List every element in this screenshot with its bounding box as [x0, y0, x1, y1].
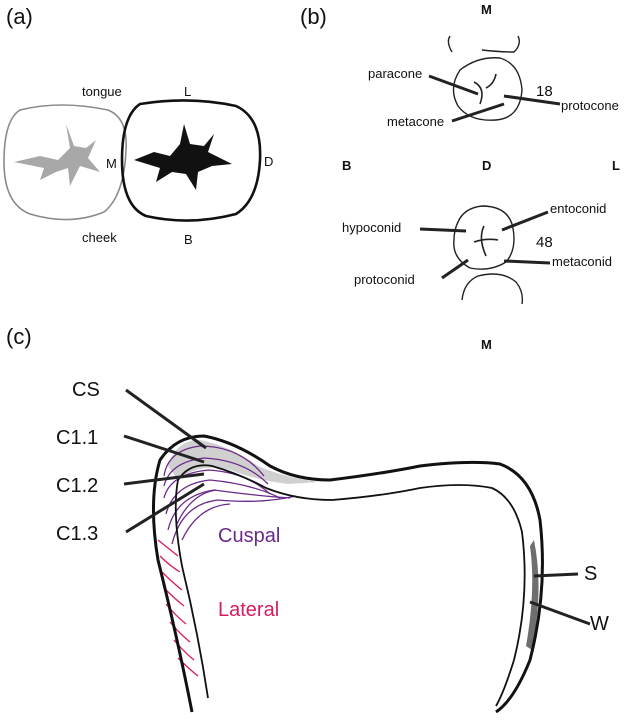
entoconid-label: entoconid — [550, 201, 606, 216]
b-bottom-m-label: M — [481, 337, 492, 352]
b-b-label: B — [342, 158, 351, 173]
tooth-48-label: 48 — [536, 234, 553, 251]
panel-c-label: (c) — [6, 324, 32, 349]
b-l-label: L — [612, 158, 620, 173]
lateral-label: Lateral — [218, 599, 279, 621]
metaconid-pointer — [503, 259, 551, 265]
adjacent-tooth-outline — [461, 273, 524, 305]
c12-pointer — [123, 472, 205, 486]
cs-label: CS — [72, 379, 100, 401]
black-tooth-outline — [120, 99, 262, 222]
black-fissure-icon — [134, 124, 232, 190]
metacone-label: metacone — [387, 114, 444, 129]
b-top-m-label: M — [481, 2, 492, 17]
cuspal-label: Cuspal — [218, 525, 280, 547]
grey-tooth-outline — [3, 104, 127, 221]
w-pointer — [529, 600, 591, 626]
a-d-label: D — [264, 154, 273, 169]
a-m-label: M — [106, 156, 117, 171]
hypoconid-pointer — [419, 227, 467, 233]
entoconid-pointer — [501, 210, 549, 232]
paracone-pointer — [428, 74, 479, 96]
upper-tooth-partial-outline — [447, 35, 521, 53]
grey-fissure-icon — [14, 124, 100, 186]
w-label: W — [590, 613, 609, 635]
a-l-label: L — [184, 84, 191, 99]
c12-label: C1.2 — [56, 475, 98, 497]
a-b-label: B — [184, 232, 193, 247]
s-label: S — [584, 563, 597, 585]
c13-label: C1.3 — [56, 523, 98, 545]
tooth-18-label: 18 — [536, 83, 553, 100]
tongue-label: tongue — [82, 84, 122, 99]
metacone-pointer — [451, 102, 505, 123]
c11-pointer — [123, 434, 205, 464]
cheek-label: cheek — [82, 230, 117, 245]
upper-tooth-outline — [452, 57, 523, 121]
protocone-pointer — [503, 94, 561, 106]
b-d-label: D — [482, 158, 491, 173]
s-pointer — [533, 572, 579, 578]
hypoconid-label: hypoconid — [342, 220, 401, 235]
protoconid-pointer — [441, 258, 469, 280]
lower-tooth-fissure-icon — [473, 225, 499, 257]
metaconid-label: metaconid — [552, 254, 612, 269]
upper-tooth-fissure-icon — [473, 73, 497, 105]
paracone-label: paracone — [368, 66, 422, 81]
c11-label: C1.1 — [56, 427, 98, 449]
protocone-label: protocone — [561, 98, 619, 113]
cusp-enamel-shading — [168, 440, 320, 484]
panel-a-label: (a) — [6, 4, 33, 29]
lateral-contours — [157, 539, 199, 677]
wall-enamel-shading — [526, 540, 539, 650]
c13-pointer — [125, 482, 205, 534]
tooth-section-outer — [151, 434, 544, 714]
cs-pointer — [125, 388, 207, 450]
panel-b-label: (b) — [300, 4, 327, 29]
tooth-section-inner — [174, 464, 526, 707]
protoconid-label: protoconid — [354, 272, 415, 287]
